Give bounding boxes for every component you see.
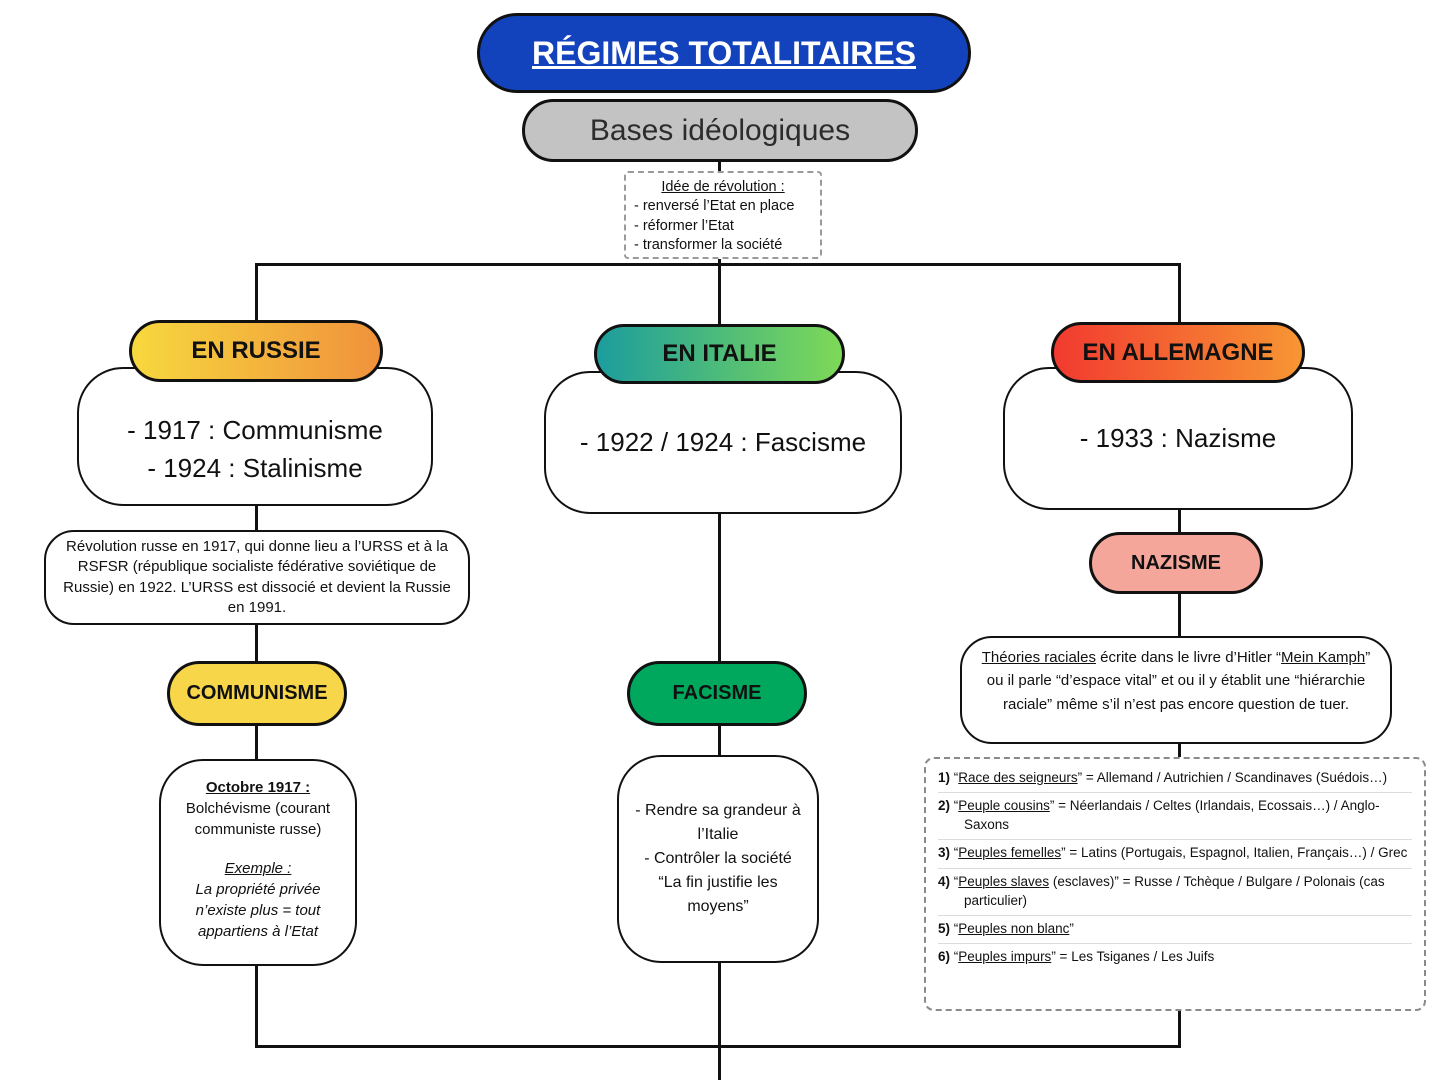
allemagne-date-line: - 1933 : Nazisme	[1079, 422, 1277, 453]
russia-dates-box: - 1917 : Communisme - 1924 : Stalinisme	[77, 367, 433, 506]
branch-label-italie: EN ITALIE	[662, 340, 777, 367]
race-pre: “	[950, 920, 959, 936]
russia-date-line: - 1917 : Communisme	[127, 414, 383, 445]
italie-detail-line: “La fin justifie les moyens”	[658, 874, 778, 915]
race-item: 2) “Peuple cousins” = Néerlandais / Celt…	[938, 793, 1412, 841]
allemagne-dates-box: - 1933 : Nazisme	[1003, 367, 1353, 510]
branch-pill-italie: EN ITALIE	[594, 324, 845, 384]
connector-line	[718, 723, 721, 761]
octobre-box: Octobre 1917 : Bolchévisme (courant comm…	[159, 759, 357, 966]
octobre-body: Bolchévisme (courant communiste russe)	[185, 800, 331, 838]
facisme-pill: FACISME	[627, 661, 807, 726]
subtitle-node: Bases idéologiques	[522, 99, 918, 162]
italie-detail-line: - Rendre sa grandeur à l’Italie	[635, 802, 801, 843]
race-term: Peuples non blanc	[958, 920, 1070, 936]
branch-pill-russia: EN RUSSIE	[129, 320, 383, 382]
theory-segment-underlined: Théories raciales	[981, 649, 1096, 666]
race-term: Peuple cousins	[958, 798, 1050, 814]
connector-line	[255, 620, 258, 665]
revolution-item: - renversé l’Etat en place	[634, 198, 795, 215]
revolution-note: Idée de révolution : - renversé l’Etat e…	[624, 171, 822, 259]
branch-pill-allemagne: EN ALLEMAGNE	[1051, 322, 1305, 383]
connector-line	[718, 510, 721, 665]
race-item: 1) “Race des seigneurs” = Allemand / Aut…	[938, 765, 1412, 794]
italie-detail-box: - Rendre sa grandeur à l’Italie - Contrô…	[617, 755, 819, 963]
race-rest: ”	[1069, 920, 1074, 936]
page-title: RÉGIMES TOTALITAIRES	[531, 34, 916, 71]
russia-date-line: - 1924 : Stalinisme	[147, 452, 363, 483]
race-number: 2)	[938, 798, 951, 814]
russia-note-box: Révolution russe en 1917, qui donne lieu…	[44, 530, 470, 625]
race-rest: ” = Néerlandais / Celtes (Irlandais, Eco…	[964, 798, 1380, 833]
example-label: Exemple :	[224, 860, 292, 877]
race-rest: (esclaves)” = Russe / Tchèque / Bulgare …	[964, 873, 1385, 908]
race-pre: “	[950, 798, 959, 814]
race-number: 1)	[938, 770, 951, 785]
italie-detail-line: - Contrôler la société	[644, 850, 792, 867]
nazisme-pill: NAZISME	[1089, 532, 1263, 594]
connector-line	[1178, 592, 1181, 640]
race-term: Peuples impurs	[958, 949, 1052, 965]
connector-line	[1178, 506, 1181, 536]
italie-date-line: - 1922 / 1924 : Fascisme	[579, 426, 867, 457]
branch-label-allemagne: EN ALLEMAGNE	[1082, 338, 1274, 366]
connector-line	[718, 958, 721, 1080]
races-list: 1) “Race des seigneurs” = Allemand / Aut…	[924, 757, 1426, 1011]
revolution-title: Idée de révolution :	[661, 179, 785, 195]
connector-line	[256, 263, 1181, 266]
connector-line	[255, 502, 258, 535]
race-pre: “	[950, 770, 959, 785]
theory-segment: ” ou il parle “d’espace vital” et ou il …	[986, 649, 1371, 713]
branch-label-russia: EN RUSSIE	[191, 337, 321, 364]
race-item: 4) “Peuples slaves (esclaves)” = Russe /…	[938, 869, 1412, 916]
communisme-label: COMMUNISME	[186, 682, 328, 704]
race-term: Race des seigneurs	[958, 770, 1078, 785]
connector-line	[255, 723, 258, 763]
facisme-label: FACISME	[672, 682, 762, 704]
title-node: RÉGIMES TOTALITAIRES	[477, 13, 971, 93]
race-item: 5) “Peuples non blanc”	[938, 916, 1412, 945]
connector-line	[255, 960, 258, 1048]
connector-line	[1178, 263, 1181, 325]
connector-line	[255, 1045, 1181, 1048]
octobre-heading: Octobre 1917 :	[205, 779, 311, 796]
italie-dates-box: - 1922 / 1924 : Fascisme	[544, 371, 902, 514]
race-number: 3)	[938, 845, 951, 861]
race-term: Peuples slaves	[958, 873, 1050, 889]
race-pre: “	[950, 949, 959, 965]
revolution-item: - réformer l’Etat	[634, 217, 734, 234]
race-number: 4)	[938, 873, 951, 889]
race-pre: “	[950, 845, 959, 861]
theory-segment: écrite dans le livre d’Hitler “	[1095, 649, 1282, 666]
race-pre: “	[950, 873, 959, 889]
revolution-item: - transformer la société	[634, 236, 783, 253]
example-text: La propriété privée n’existe plus = tout…	[195, 881, 321, 940]
race-rest: ” = Allemand / Autrichien / Scandinaves …	[1077, 770, 1388, 785]
theory-box: Théories raciales écrite dans le livre d…	[960, 636, 1392, 744]
subtitle-text: Bases idéologiques	[589, 113, 851, 147]
race-number: 5)	[938, 920, 951, 936]
nazisme-label: NAZISME	[1131, 551, 1221, 574]
connector-line	[255, 263, 258, 325]
communisme-pill: COMMUNISME	[167, 661, 347, 726]
russia-note-text: Révolution russe en 1917, qui donne lieu…	[63, 537, 451, 616]
race-item: 3) “Peuples femelles” = Latins (Portugai…	[938, 840, 1412, 869]
race-item: 6) “Peuples impurs” = Les Tsiganes / Les…	[938, 944, 1412, 971]
race-rest: ” = Les Tsiganes / Les Juifs	[1051, 949, 1215, 965]
theory-segment-underlined: Mein Kamph	[1281, 649, 1366, 666]
race-term: Peuples femelles	[958, 845, 1062, 861]
race-number: 6)	[938, 949, 951, 965]
race-rest: ” = Latins (Portugais, Espagnol, Italien…	[1061, 845, 1408, 861]
